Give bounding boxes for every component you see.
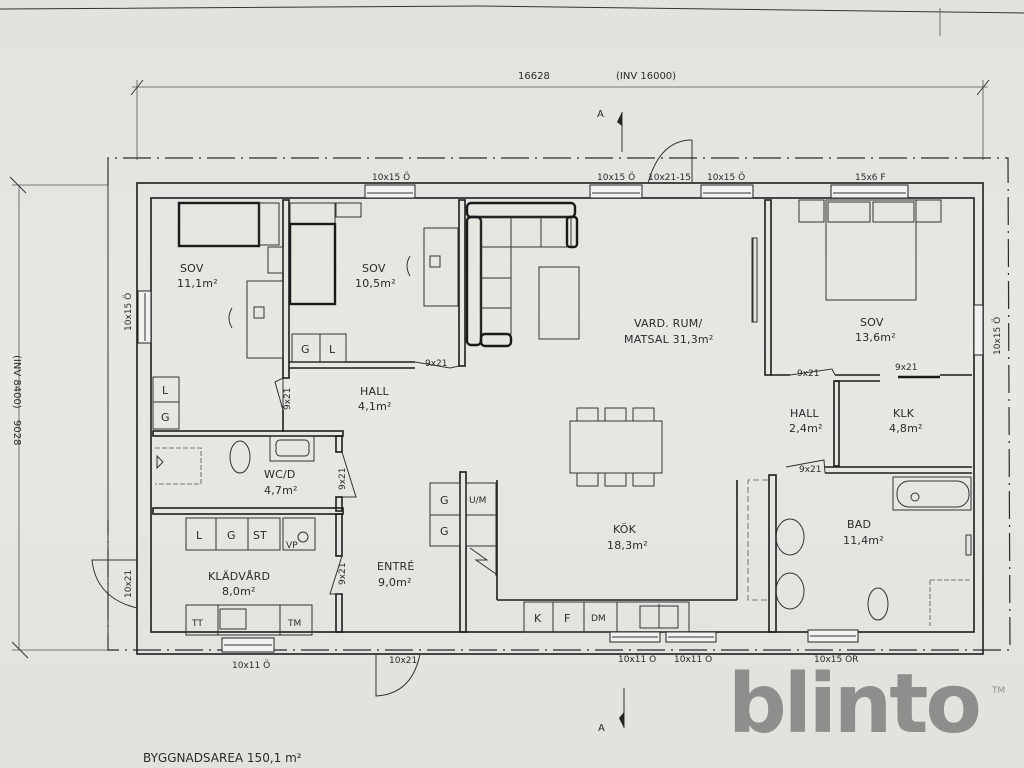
room-sov3-name: SOV xyxy=(860,316,884,329)
room-bad-area: 11,4m² xyxy=(843,534,884,547)
door-label-sov1: 9x21 xyxy=(283,387,293,410)
door-label-klk: 9x21 xyxy=(895,363,918,373)
room-vardrum-name: VARD. RUM/ xyxy=(634,317,702,330)
window-label-top-3: 10x15 Ö xyxy=(707,172,745,183)
fixtures-kladvard: L G ST VP TT TM xyxy=(185,517,316,636)
interior-walls xyxy=(152,199,972,633)
window-label-top-1: 10x15 Ö xyxy=(372,172,410,183)
window-label-left: 10x15 Ö xyxy=(123,293,134,331)
room-entre-area: 9,0m² xyxy=(378,576,412,589)
window-label-right: 10x15 Ö xyxy=(992,317,1003,355)
svg-text:G: G xyxy=(227,529,236,542)
room-hall1-area: 4,1m² xyxy=(358,400,392,413)
fixtures-bad xyxy=(775,476,972,626)
room-sov2-name: SOV xyxy=(362,262,386,275)
fixtures-wcd xyxy=(155,435,315,485)
window-label-bottom-3: 10x11 Ö xyxy=(674,654,712,665)
door-label-kladvard: 9x21 xyxy=(338,562,348,585)
width-dimension: 16628 (INV 16000) xyxy=(130,71,990,160)
svg-text:L: L xyxy=(196,529,203,542)
room-sov2-area: 10,5m² xyxy=(355,277,396,290)
door-label-bottom: 10x21 xyxy=(389,656,417,666)
svg-text:A: A xyxy=(597,109,604,120)
door-label-sov2: 9x21 xyxy=(425,359,448,369)
room-sov1-area: 11,1m² xyxy=(177,277,218,290)
svg-text:G: G xyxy=(301,343,310,356)
window-label-top-4: 15x6 F xyxy=(855,173,886,183)
room-wcd-name: WC/D xyxy=(264,468,296,481)
side-windows: 10x15 Ö 10x15 Ö 10x21 xyxy=(91,290,1003,609)
svg-text:G: G xyxy=(440,525,449,538)
svg-text:K: K xyxy=(534,612,542,625)
door-label-top: 10x21-15 xyxy=(648,173,691,183)
trademark-mark: TM xyxy=(992,686,1006,696)
depth-dimension: 9028 (INV 8400) xyxy=(9,176,108,659)
svg-text:A: A xyxy=(598,723,605,734)
exterior-walls xyxy=(136,182,984,655)
top-windows: 10x15 Ö 10x15 Ö 10x21-15 10x15 Ö 15x6 F xyxy=(364,139,909,199)
room-kladvard-name: KLÄDVÅRD xyxy=(208,570,270,583)
sheet-border xyxy=(0,5,1024,14)
svg-text:DM: DM xyxy=(591,614,606,624)
bottom-windows: 10x11 Ö 10x21 10x11 Ö 10x11 Ö 10x15 ÖR xyxy=(221,629,859,697)
room-bad-name: BAD xyxy=(847,518,871,531)
depth-dim-label: 9028 xyxy=(11,420,22,445)
room-kok-area: 18,3m² xyxy=(607,539,648,552)
window-label-bottom-4: 10x15 ÖR xyxy=(814,654,858,665)
room-sov3-area: 13,6m² xyxy=(855,331,896,344)
svg-text:G: G xyxy=(440,494,449,507)
window-label-bottom-1: 10x11 Ö xyxy=(232,660,270,671)
svg-text:TM: TM xyxy=(287,619,301,629)
furniture-sov2: G L xyxy=(288,202,459,363)
door-label-bad: 9x21 xyxy=(799,465,822,475)
door-label-sov3: 9x21 xyxy=(797,369,820,379)
room-wcd-area: 4,7m² xyxy=(264,484,298,497)
room-labels: SOV 11,1m² SOV 10,5m² VARD. RUM/ MATSAL … xyxy=(177,262,923,598)
room-kladvard-area: 8,0m² xyxy=(222,585,256,598)
width-dim-label: 16628 xyxy=(518,71,550,82)
svg-text:ST: ST xyxy=(253,529,267,542)
svg-text:U/M: U/M xyxy=(469,496,486,506)
section-marker-bottom: A xyxy=(598,688,625,734)
depth-inner-dim-label: (INV 8400) xyxy=(11,355,22,409)
section-marker-top: A xyxy=(597,109,623,152)
door-label-wc: 9x21 xyxy=(338,467,348,490)
blinto-watermark: blinto xyxy=(728,657,982,752)
svg-text:G: G xyxy=(161,411,170,424)
dining-table xyxy=(569,407,663,487)
furniture-living xyxy=(465,201,580,348)
room-sov1-name: SOV xyxy=(180,262,204,275)
svg-text:VP: VP xyxy=(286,541,298,551)
window-label-bottom-2: 10x11 Ö xyxy=(618,654,656,665)
svg-text:L: L xyxy=(329,343,336,356)
room-klk-name: KLK xyxy=(893,407,915,420)
svg-text:F: F xyxy=(564,612,570,625)
interior-doors: 9x21 9x21 9x21 9x21 9x21 9x21 9x21 xyxy=(274,237,940,595)
room-entre-name: ENTRÉ xyxy=(377,560,415,573)
svg-text:TT: TT xyxy=(191,619,203,629)
furniture-sov1: L G xyxy=(152,201,284,430)
fixtures-entre: G U/M G xyxy=(429,482,497,576)
fixtures-kok: K F DM xyxy=(523,601,690,633)
svg-text:L: L xyxy=(162,384,169,397)
door-label-left: 10x21 xyxy=(124,570,134,598)
room-klk-area: 4,8m² xyxy=(889,422,923,435)
room-hall1-name: HALL xyxy=(360,385,390,398)
room-hall2-area: 2,4m² xyxy=(789,422,823,435)
room-hall2-name: HALL xyxy=(790,407,820,420)
width-inner-dim-label: (INV 16000) xyxy=(616,71,676,82)
room-kok-name: KÖK xyxy=(613,523,637,536)
building-area-label: BYGGNADSAREA 150,1 m² xyxy=(143,751,302,765)
window-label-top-2: 10x15 Ö xyxy=(597,172,635,183)
furniture-sov3 xyxy=(798,199,942,301)
room-vardrum-name2: MATSAL 31,3m² xyxy=(624,333,713,346)
